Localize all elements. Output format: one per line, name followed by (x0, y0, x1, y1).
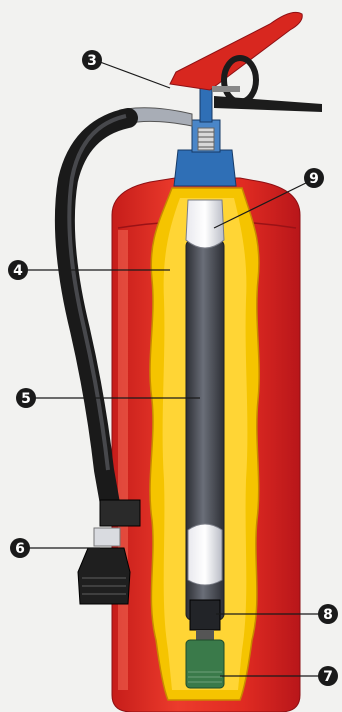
gas-cartridge-top (190, 600, 220, 630)
callout-5: 5 (16, 388, 36, 408)
hose-ferrule (94, 528, 120, 546)
svg-text:8: 8 (323, 607, 333, 623)
leader-3 (100, 62, 170, 88)
upper-cap (186, 200, 224, 248)
callout-8: 8 (318, 604, 338, 624)
valve-body (174, 150, 236, 186)
gas-cartridge (186, 640, 224, 688)
svg-text:7: 7 (323, 669, 333, 685)
svg-text:9: 9 (309, 171, 319, 187)
svg-text:5: 5 (21, 391, 31, 407)
callout-4: 4 (8, 260, 28, 280)
lower-insert (188, 524, 222, 585)
safety-pin (212, 86, 240, 92)
shell-highlight (118, 230, 128, 690)
svg-text:6: 6 (15, 541, 25, 557)
callout-9: 9 (304, 168, 324, 188)
callout-6: 6 (10, 538, 30, 558)
gas-cartridge-nozzle (196, 630, 214, 640)
hose-nozzle (78, 548, 130, 604)
svg-text:4: 4 (13, 263, 23, 279)
callout-7: 7 (318, 666, 338, 686)
callout-3: 3 (82, 50, 102, 70)
hose-bracket (100, 500, 140, 526)
svg-text:3: 3 (87, 53, 97, 69)
squeeze-lever (170, 12, 302, 90)
